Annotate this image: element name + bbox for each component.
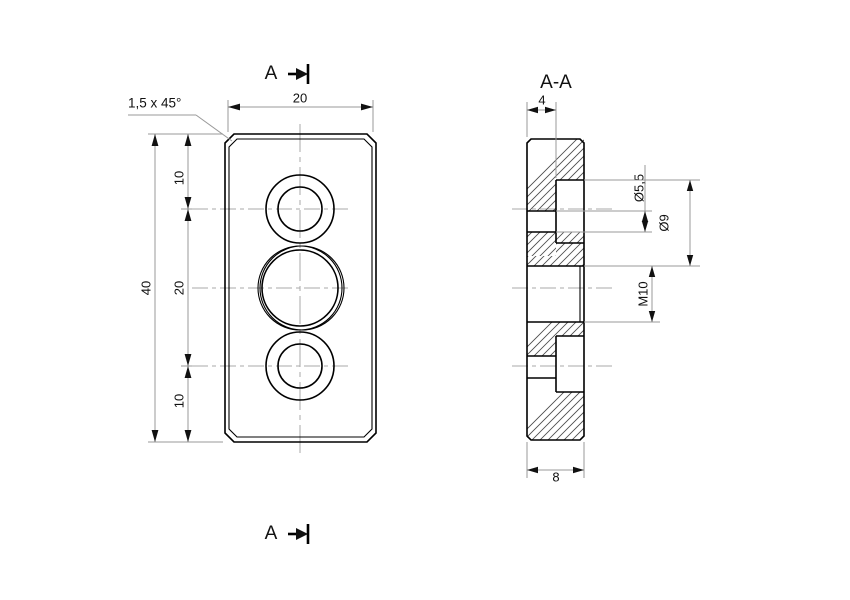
section-centerlines [512, 208, 612, 367]
dim-bore-small: Ø5,5 [556, 165, 652, 233]
section-hatching [527, 139, 584, 440]
front-view-centerlines [192, 124, 352, 455]
dim-4-text: 4 [538, 92, 545, 107]
hole-middle-threaded [257, 245, 345, 331]
dim-chain-10-bottom-text: 10 [171, 394, 186, 408]
section-body-outline [526, 138, 585, 441]
dim-chain-20-mid-text: 20 [171, 281, 186, 295]
chamfer-note-text: 1,5 x 45° [128, 96, 181, 111]
dim-chain-vertical: 10 20 10 [171, 133, 223, 443]
section-marker-bottom: A [265, 523, 310, 544]
dim-bore-large-text: Ø9 [656, 214, 671, 231]
dim-chain-10-top-text: 10 [171, 171, 186, 185]
section-hole-bottom-features [527, 335, 584, 393]
dim-counterbore-depth-4: 4 [526, 92, 557, 178]
dim-width-20: 20 [227, 90, 374, 132]
section-letter-top: A [265, 63, 278, 84]
hole-bottom [265, 331, 335, 401]
dim-height-40-text: 40 [138, 281, 153, 295]
dim-width-20-text: 20 [293, 90, 307, 105]
section-hole-middle-features [527, 265, 584, 323]
dim-thread-m10-text: M10 [635, 281, 650, 306]
dim-8-text: 8 [552, 469, 559, 484]
chamfer-note: 1,5 x 45° [128, 96, 233, 142]
dim-thread-m10: M10 [584, 265, 660, 323]
section-letter-bottom: A [265, 523, 278, 544]
hole-top [265, 174, 335, 244]
front-plate-outline [224, 133, 377, 443]
dim-thickness-8: 8 [526, 442, 585, 484]
section-marker-top: A [265, 63, 310, 84]
section-view-title: A-A [540, 72, 572, 93]
dim-bore-small-text: Ø5,5 [631, 174, 646, 202]
